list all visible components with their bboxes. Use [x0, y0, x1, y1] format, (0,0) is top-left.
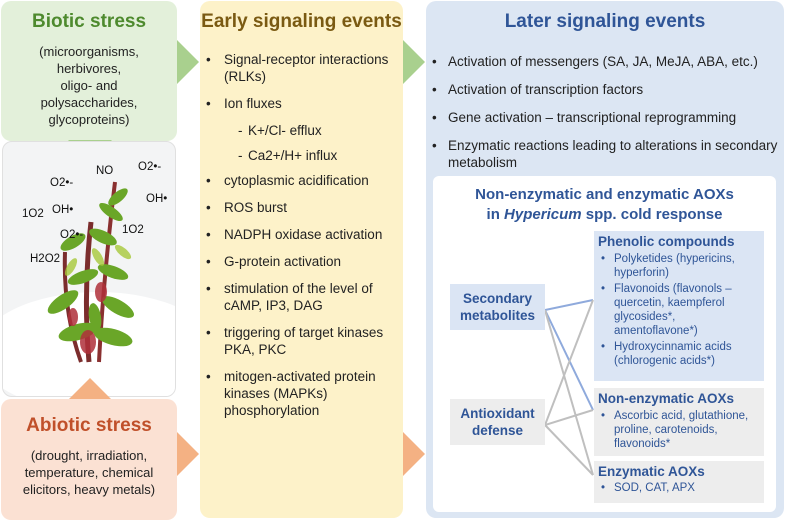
- abiotic-stress-panel: Abiotic stress (drought, irradiation, te…: [1, 399, 177, 520]
- hydrogen-peroxide-label: H2O2: [30, 253, 61, 265]
- later-item: Gene activation – transcriptional reprog…: [426, 109, 778, 126]
- abiotic-stress-title: Abiotic stress: [26, 415, 152, 436]
- non-enzymatic-aox-box: Non-enzymatic AOXs Ascorbic acid, glutat…: [594, 388, 764, 456]
- phenolic-list: Polyketides (hypericins, hyperforin) Fla…: [598, 252, 760, 368]
- biotic-line: (microorganisms,: [39, 44, 139, 59]
- phenolic-compounds-box: Phenolic compounds Polyketides (hyperici…: [594, 231, 764, 381]
- early-to-later-arrow-lower: [403, 432, 425, 476]
- enzymatic-list: SOD, CAT, APX: [598, 481, 760, 495]
- abiotic-to-early-arrow: [177, 432, 199, 476]
- singlet-oxygen-label: 1O2: [122, 224, 144, 236]
- superoxide-label: O2•-: [138, 161, 162, 173]
- early-item: cytoplasmic acidification: [200, 172, 395, 189]
- biotic-stress-title: Biotic stress: [31, 11, 147, 32]
- phenolic-item: Polyketides (hypericins, hyperforin): [598, 252, 760, 280]
- aox-title-rest: spp. cold response: [581, 206, 723, 223]
- biotic-stress-panel: Biotic stress (microorganisms, herbivore…: [1, 1, 177, 141]
- aox-connectors: [545, 299, 594, 476]
- abiotic-stress-description: (drought, irradiation, temperature, chem…: [1, 447, 177, 498]
- biotic-line: polysaccharides,: [40, 95, 138, 110]
- biotic-stress-description: (microorganisms, herbivores, oligo- and …: [1, 43, 177, 128]
- aox-title-line2: in Hypericum spp. cold response: [433, 205, 776, 225]
- biotic-line: herbivores,: [56, 61, 122, 76]
- phenolic-item: Flavonoids (flavonols – quercetin, kaemp…: [598, 282, 760, 338]
- non-enzymatic-title: Non-enzymatic AOXs: [598, 391, 735, 406]
- biotic-to-early-arrow: [177, 40, 199, 84]
- no-label: NO: [96, 165, 114, 177]
- early-subitem: K+/Cl- efflux: [200, 122, 395, 139]
- later-item: Activation of messengers (SA, JA, MeJA, …: [426, 53, 778, 70]
- enzymatic-title: Enzymatic AOXs: [598, 464, 705, 479]
- early-signaling-title: Early signaling events: [201, 11, 402, 32]
- non-enzymatic-list: Ascorbic acid, glutathione, proline, car…: [598, 409, 760, 451]
- plant-photo: [2, 141, 176, 397]
- non-enzymatic-item: Ascorbic acid, glutathione, proline, car…: [598, 409, 760, 451]
- phenolic-item: Hydroxycinnamic acids (chlorogenic acids…: [598, 340, 760, 368]
- abiotic-line: temperature, chemical: [24, 465, 154, 480]
- hydroxyl-label: OH•: [52, 204, 74, 216]
- later-signaling-title: Later signaling events: [504, 11, 706, 32]
- later-signaling-list: Activation of messengers (SA, JA, MeJA, …: [426, 53, 784, 171]
- early-item: G-protein activation: [200, 253, 395, 270]
- later-item: Activation of transcription factors: [426, 81, 778, 98]
- plant-illustration: [3, 181, 175, 396]
- biotic-line: oligo- and: [60, 78, 118, 93]
- aox-title-prefix: in: [486, 206, 505, 223]
- singlet-oxygen-label: 1O2: [22, 208, 44, 220]
- early-item: stimulation of the level of cAMP, IP3, D…: [200, 280, 395, 314]
- antioxidant-defense-chip: Antioxidant defense: [450, 399, 545, 445]
- early-signaling-list: Signal-receptor interactions (RLKs) Ion …: [200, 51, 403, 419]
- early-to-later-arrow: [403, 40, 425, 84]
- abiotic-line: (drought, irradiation,: [30, 448, 148, 463]
- early-item: mitogen-activated protein kinases (MAPKs…: [200, 368, 395, 419]
- aox-title-line1: Non-enzymatic and enzymatic AOXs: [475, 186, 734, 203]
- aox-title: Non-enzymatic and enzymatic AOXs in Hype…: [433, 185, 776, 225]
- aox-title-genus: Hypericum: [504, 206, 582, 223]
- later-item: Enzymatic reactions leading to alteratio…: [426, 137, 778, 171]
- enzymatic-item: SOD, CAT, APX: [598, 481, 760, 495]
- abiotic-line: elicitors, heavy metals): [22, 482, 156, 497]
- early-item: Signal-receptor interactions (RLKs): [200, 51, 395, 85]
- enzymatic-aox-box: Enzymatic AOXs SOD, CAT, APX: [594, 461, 764, 503]
- early-subitem: Ca2+/H+ influx: [200, 147, 395, 164]
- early-item: NADPH oxidase activation: [200, 226, 395, 243]
- early-item: triggering of target kinases PKA, PKC: [200, 324, 395, 358]
- early-signaling-panel: Early signaling events Signal-receptor i…: [200, 1, 403, 518]
- phenolic-compounds-title: Phenolic compounds: [598, 234, 735, 249]
- superoxide-label: O2•-: [60, 229, 84, 241]
- secondary-metabolites-chip: Secondary metabolites: [450, 284, 545, 330]
- superoxide-label: O2•-: [50, 177, 74, 189]
- early-item: ROS burst: [200, 199, 395, 216]
- early-item: Ion fluxes: [200, 95, 395, 112]
- abiotic-up-arrow: [68, 378, 112, 400]
- hydroxyl-label: OH•: [146, 193, 168, 205]
- biotic-line: glycoproteins): [48, 112, 130, 127]
